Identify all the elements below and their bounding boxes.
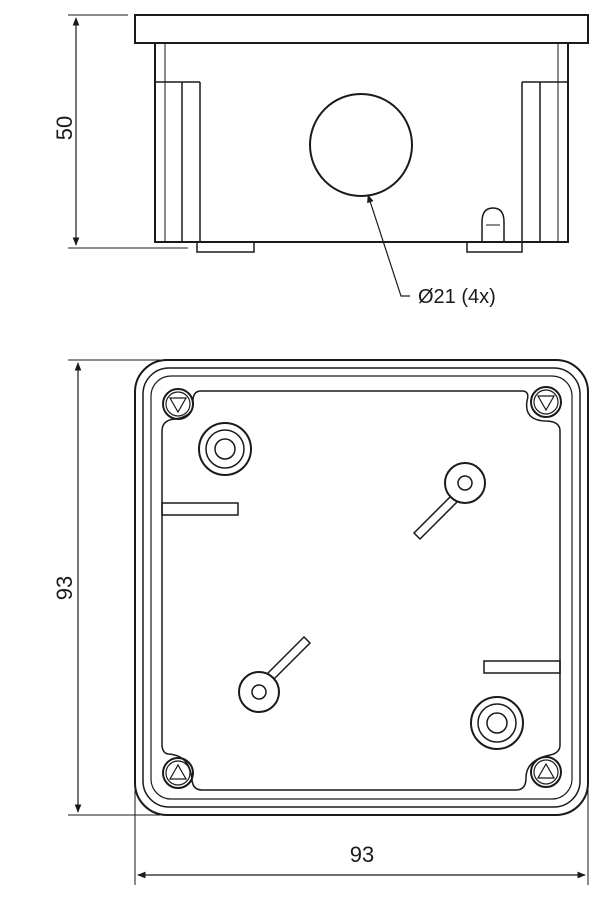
hole-callout-label: Ø21 (4x) [418, 286, 496, 308]
width-label-top: 93 [350, 842, 374, 867]
corner-screw-top-right [530, 386, 562, 418]
alignment-pin [481, 207, 505, 242]
corner-screw-bottom-left [162, 757, 194, 789]
mounting-boss-bottom-right [470, 696, 524, 750]
left-rib [155, 81, 201, 242]
hole-callout: Ø21 (4x) [367, 194, 496, 308]
left-foot [196, 242, 255, 253]
inner-cavity [161, 390, 561, 791]
mounting-boss-top-left [198, 422, 252, 476]
height-dimension-side: 50 [52, 14, 188, 249]
side-view: 50 Ø21 (4x) [52, 14, 589, 308]
right-rib [521, 81, 568, 242]
keyhole-slot-lower [238, 635, 312, 713]
keyhole-slot-upper [412, 462, 486, 541]
corner-screw-top-left [162, 388, 194, 420]
right-foot [466, 242, 523, 253]
top-view: 93 93 [52, 359, 589, 885]
wall-rib-left [161, 502, 239, 516]
height-label-top: 93 [52, 576, 77, 600]
lid-outline [134, 14, 589, 44]
corner-screw-bottom-right [530, 756, 562, 788]
width-dimension-top: 93 [134, 790, 589, 885]
box-body-outline [154, 43, 569, 243]
height-dimension-top: 93 [52, 359, 160, 816]
wall-rib-right [483, 660, 561, 674]
knockout-hole [309, 93, 413, 197]
height-label-side: 50 [52, 116, 77, 140]
outer-rim [134, 359, 589, 816]
